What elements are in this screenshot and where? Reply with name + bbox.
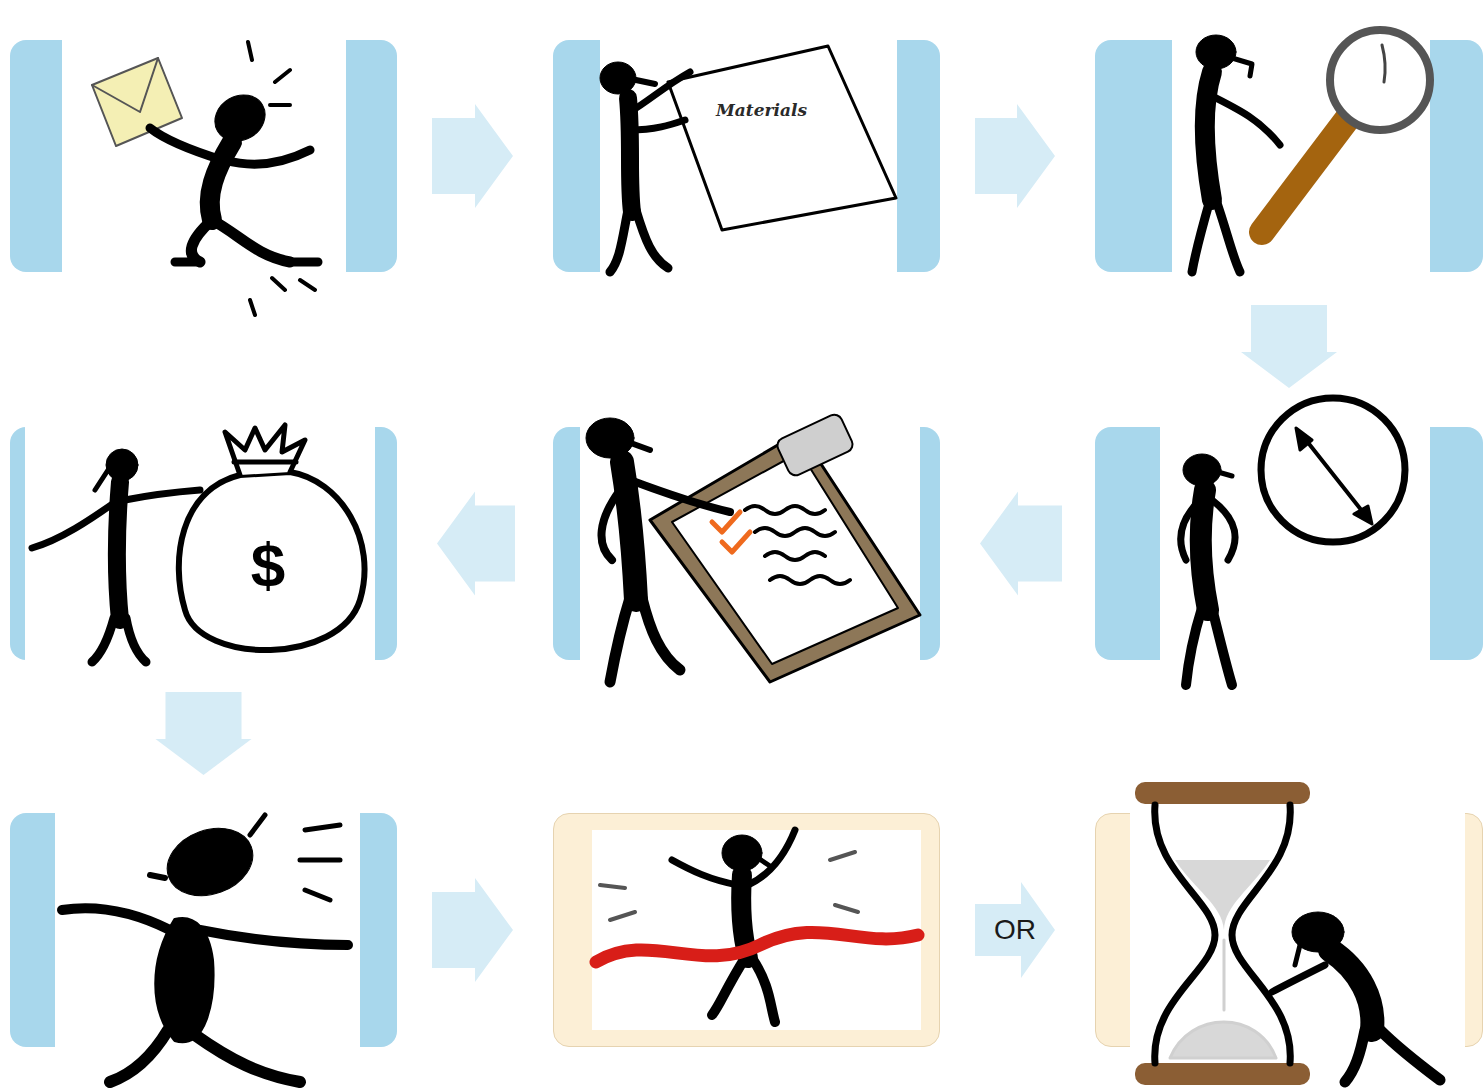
- flow-arrow: [437, 492, 515, 596]
- dollar-sign: $: [251, 534, 285, 596]
- flow-arrow: [975, 104, 1055, 208]
- flow-arrow: [432, 104, 513, 208]
- step-box: [10, 427, 397, 660]
- edge-label: OR: [994, 914, 1036, 946]
- flow-arrow: [980, 492, 1062, 596]
- outcome-box: [1095, 813, 1483, 1047]
- step-box: [10, 813, 397, 1047]
- flow-arrow: [432, 878, 513, 982]
- step-box: [553, 427, 940, 660]
- flow-arrow: [975, 882, 1055, 978]
- node-text: Materials: [716, 100, 807, 120]
- outcome-box: [553, 813, 940, 1047]
- flow-arrow: [156, 692, 252, 775]
- step-box: [10, 40, 397, 272]
- step-box: [1095, 427, 1483, 660]
- step-box: [1095, 40, 1483, 272]
- flow-arrow: [1241, 305, 1337, 388]
- step-box: Materials: [553, 40, 940, 272]
